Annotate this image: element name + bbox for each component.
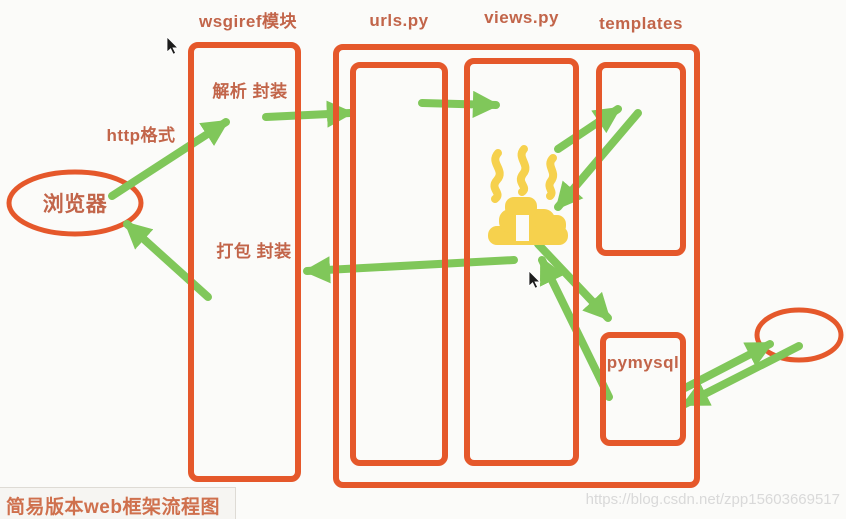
wsgiref-label: wsgiref模块 xyxy=(198,12,298,31)
pymysql-box xyxy=(600,332,686,446)
mouse-cursor-icon xyxy=(166,36,179,55)
http-format-label: http格式 xyxy=(106,126,176,145)
arrow-views-to-wsgiref-return xyxy=(302,256,518,284)
views-label: views.py xyxy=(484,8,559,27)
arrow-browser-to-wsgiref xyxy=(108,118,230,200)
fire-doodle-icon xyxy=(488,145,568,245)
fire-smoke-squiggle xyxy=(516,145,530,196)
arrow-views-to-templates xyxy=(554,105,622,153)
views-box xyxy=(464,58,579,466)
caption-box: 简易版本web框架流程图 xyxy=(0,487,236,519)
templates-label: templates xyxy=(599,14,683,33)
mouse-cursor-icon xyxy=(528,270,541,289)
framework-outer-box xyxy=(333,44,700,488)
watermark-text: https://blog.csdn.net/zpp15603669517 xyxy=(585,491,840,508)
fire-pile xyxy=(488,197,568,245)
urls-label: urls.py xyxy=(369,11,429,30)
browser-ellipse xyxy=(6,169,144,237)
wsgiref-box xyxy=(188,42,301,482)
arrow-database-to-pymysql xyxy=(681,342,803,408)
fire-smoke-squiggle xyxy=(545,154,558,200)
browser-label: 浏览器 xyxy=(42,193,108,216)
pymysql-label: pymysql xyxy=(606,353,680,372)
database-ellipse xyxy=(754,307,844,363)
urls-box xyxy=(350,62,448,466)
arrow-urls-to-views xyxy=(418,90,501,118)
fire-pile-hole xyxy=(516,215,529,241)
caption-text: 简易版本web框架流程图 xyxy=(6,497,220,518)
pack-encapsulate-label: 打包 封装 xyxy=(216,242,292,261)
templates-box xyxy=(596,62,686,256)
fire-smoke-squiggle xyxy=(490,149,504,203)
arrow-wsgiref-to-browser-return xyxy=(123,220,212,301)
parse-encapsulate-label: 解析 封装 xyxy=(212,82,288,101)
